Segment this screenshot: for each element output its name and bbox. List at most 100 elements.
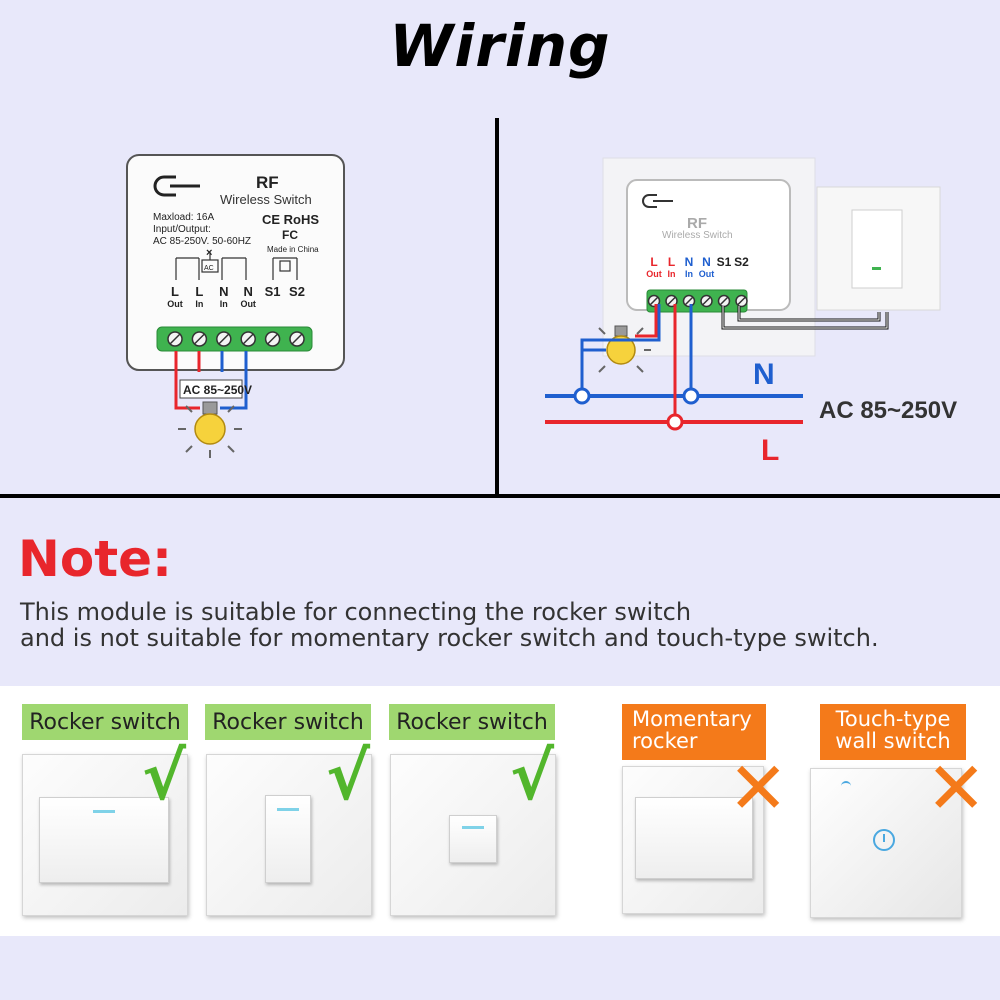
switch-label-touch: Touch-type wall switch (820, 704, 966, 760)
switch-label-rocker-2: Rocker switch (205, 704, 371, 740)
live-label: L (761, 434, 779, 467)
page-title: Wiring (389, 12, 611, 80)
switch-label-touch-line2: wall switch (835, 729, 951, 753)
right-terminal-block (646, 289, 748, 313)
note-line-1: This module is suitable for connecting t… (20, 598, 692, 626)
terminal-label-0: L (171, 284, 179, 299)
terminal-sublabel-1: In (668, 269, 676, 279)
switch-label-rocker-1: Rocker switch (22, 704, 188, 740)
terminal-screw-slot-3 (242, 333, 254, 345)
cross-icon: ✕ (728, 746, 789, 830)
switch-label-rocker-3: Rocker switch (389, 704, 555, 740)
right-rocker-indicator (872, 267, 881, 270)
terminal-screw-slot-5 (737, 296, 746, 306)
terminal-label-0: L (650, 255, 657, 269)
terminal-label-5: S2 (734, 255, 749, 269)
left-module-name: Wireless Switch (220, 192, 312, 207)
right-supply-label: AC 85~250V (819, 397, 957, 424)
left-wire-lout (174, 351, 200, 410)
link-icon (153, 175, 200, 197)
left-made-in: Made in China (267, 245, 319, 254)
terminal-screw-slot-1 (193, 333, 205, 345)
left-x-mark: × (206, 247, 212, 259)
rocker-switch-2-plate (206, 754, 372, 916)
left-wiring-diagram: RF Wireless Switch Maxload: 16A Input/Ou… (126, 154, 345, 458)
left-ac-box-label: AC (204, 265, 214, 272)
left-module-body (126, 154, 345, 371)
left-cert-ce-rohs: CE RoHS (262, 212, 319, 227)
terminal-sublabel-2: In (685, 269, 693, 279)
note-title: Note: (18, 530, 173, 588)
terminal-screw-slot-0 (649, 296, 659, 306)
switch-label-momentary-line2: rocker (632, 729, 698, 753)
right-wire-lout (635, 304, 658, 338)
terminal-label-3: N (702, 255, 711, 269)
terminal-screw-slot-2 (684, 296, 694, 306)
right-wires (580, 304, 693, 422)
link-icon (642, 194, 673, 208)
left-io-value: AC 85-250V. 50-60HZ (153, 236, 251, 247)
check-icon: √ (510, 738, 555, 815)
vertical-divider (495, 118, 499, 496)
terminal-screw-slot-5 (291, 333, 303, 345)
terminal-screw-slot-2 (218, 333, 230, 345)
indicator-icon (93, 810, 115, 813)
terminal-label-4: S1 (717, 255, 732, 269)
right-terminal-screws (647, 294, 748, 308)
right-rocker-key (851, 209, 903, 289)
terminal-sublabel-3: Out (240, 299, 256, 309)
left-internal-schematic (175, 252, 298, 280)
terminal-label-1: L (195, 284, 203, 299)
terminal-label-2: N (219, 284, 228, 299)
switch-label-momentary-line1: Momentary (632, 707, 752, 731)
power-icon-stem (883, 834, 885, 842)
terminal-screw-slot-1 (667, 296, 676, 306)
left-cert-fc: FC (282, 228, 298, 242)
rocker-switch-3-plate (390, 754, 556, 916)
indicator-icon (462, 826, 484, 829)
horizontal-divider (0, 494, 1000, 498)
cross-icon: ✕ (926, 746, 987, 830)
terminal-screw-slot-4 (267, 333, 279, 345)
power-icon (873, 829, 895, 851)
indicator-icon (277, 808, 299, 811)
left-terminal-screws (167, 331, 305, 347)
right-switch-wires-highlight (722, 306, 888, 329)
switch-label-touch-line1: Touch-type (835, 707, 951, 731)
terminal-sublabel-1: In (195, 299, 203, 309)
switch-comparison-panel: Rocker switch √ Rocker switch √ Rocker s… (0, 686, 1000, 936)
junction-dot (682, 387, 700, 405)
wifi-icon (841, 781, 851, 789)
terminal-sublabel-0: Out (167, 299, 183, 309)
terminal-screw-slot-4 (719, 296, 729, 306)
touch-switch-plate (810, 768, 962, 918)
terminal-label-1: L (668, 255, 675, 269)
rocker-switch-1-key (39, 797, 169, 883)
neutral-label: N (753, 358, 775, 391)
rocker-switch-2-key (265, 795, 311, 883)
check-icon: √ (142, 738, 187, 815)
bulb-icon (178, 401, 242, 458)
junction-dot (666, 413, 684, 431)
right-brand: RF (687, 215, 707, 232)
check-icon: √ (326, 738, 371, 815)
junction-dot (573, 387, 591, 405)
right-wire-nout-bulb (580, 304, 661, 396)
terminal-label-3: N (244, 284, 253, 299)
terminal-screw-slot-0 (169, 333, 181, 345)
terminal-sublabel-3: Out (699, 269, 715, 279)
terminal-screw-slot-3 (702, 296, 711, 306)
terminal-label-4: S1 (265, 284, 281, 299)
left-supply-box (179, 379, 243, 399)
note-line-2: and is not suitable for momentary rocker… (20, 624, 879, 652)
left-wires (174, 351, 248, 410)
terminal-label-2: N (685, 255, 694, 269)
rocker-switch-1-plate (22, 754, 188, 916)
left-supply-label: AC 85~250V (183, 383, 252, 397)
left-io-label: Input/Output: (153, 224, 211, 235)
switch-label-momentary: Momentary rocker (622, 704, 766, 760)
left-maxload: Maxload: 16A (153, 212, 214, 223)
terminal-sublabel-0: Out (646, 269, 662, 279)
